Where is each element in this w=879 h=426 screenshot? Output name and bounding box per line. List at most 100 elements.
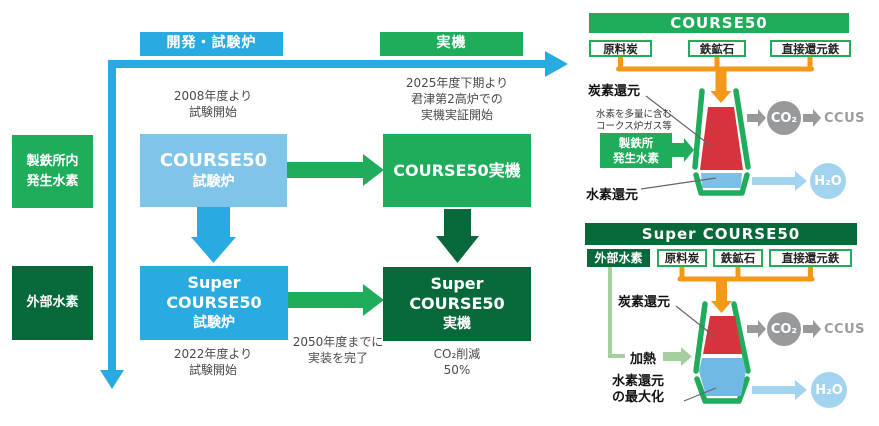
carbon-zone [700,107,743,170]
super-jikki-title: Super COURSE50 [409,274,505,314]
super-orange-connectors [677,264,815,313]
course50-furnace [692,88,751,196]
course50-gas-note: 水素を多量に含む コークス炉ガス等 [596,109,672,133]
course50-input-ore: 鉄鉱石 [688,40,746,57]
super-co2-arrows [747,320,821,338]
super-heating-text: 加熱 [630,352,657,367]
super-input-coal: 原料炭 [657,249,707,267]
note-2050-line1: 2050年度までに [292,335,384,349]
super-pilot-sub: 試験炉 [193,315,235,332]
stage-header-dev: 開発・試験炉 [140,32,283,56]
arrow-right-green-top [287,154,384,186]
super-course50-jikki-box: Super COURSE50 実機 [383,267,531,341]
course50-pilot-title: COURSE50 [159,149,268,171]
super-input-coal-label: 原料炭 [664,251,700,265]
note-2008: 2008年度より 試験開始 [152,89,274,121]
super-pilot-title: Super COURSE50 [166,273,262,313]
super-jikki-sub: 実機 [443,316,471,333]
course50-jikki-box: COURSE50実機 [383,134,531,207]
course50-ccus-text: CCUS [824,111,865,126]
course50-hydrogen-source-box: 製鉄所 発生水素 [600,133,672,168]
course50-input-dri: 直接還元鉄 [770,40,851,57]
super-leader-lines [675,305,717,402]
course50-co2-arrows [747,109,821,127]
source-external-label: 外部水素 [26,295,79,311]
note-2022-line2: 試験開始 [188,362,237,377]
course50-input-coal-label: 原料炭 [603,41,638,56]
super-co2-badge: CO₂ [767,312,801,346]
course50-h2o-badge: H₂O [810,163,846,199]
course50-carbon-label: 炭素還元 [588,80,640,99]
course50-co2-label: CO₂ [770,110,798,126]
super-hydrogen-max-label: 水素還元 の最大化 [612,374,664,407]
super-input-dri: 直接還元鉄 [769,249,852,267]
gas-note-line1: 水素を多量に含む [596,109,673,120]
arrow-down-blue [191,207,236,263]
course50-leader-lines [640,95,717,190]
hydrogen-zone [701,173,742,188]
course50-h2o-label: H₂O [814,173,842,189]
source-external-hydrogen-box: 外部水素 [12,266,93,340]
course50-carbon-text: 炭素還元 [588,84,641,99]
course50-orange-connectors [616,54,814,103]
super-carbon-label: 炭素還元 [618,291,670,310]
super-input-ore-label: 鉄鉱石 [720,251,756,265]
note-2050: 2050年度までに 実装を完了 [282,335,394,367]
course50-hydrogen-label: 水素還元 [586,184,638,203]
super-course50-pilot-box: Super COURSE50 試験炉 [140,266,288,340]
course50-input-ore-label: 鉄鉱石 [699,41,735,56]
note-2025-line2: 君津第2高炉での [411,91,503,106]
hydrogen-max-line2: の最大化 [612,390,665,406]
course50-diagram-header: COURSE50 [589,13,849,33]
super-input-ore: 鉄鉱石 [713,249,763,267]
course50-pilot-sub: 試験炉 [192,174,235,190]
super-external-hydrogen-label: 外部水素 [594,250,643,265]
super-external-hydrogen-box: 外部水素 [587,249,650,267]
super-diagram-header: Super COURSE50 [585,223,857,245]
source-internal-hydrogen-box: 製鉄所内 発生水素 [12,135,93,208]
hydrogen-max-line1: 水素還元 [612,374,665,389]
note-co2-line1: CO₂削減 [433,347,481,361]
super-ccus-text: CCUS [824,322,865,337]
course50-ccus-label: CCUS [824,111,865,126]
course50-pilot-box: COURSE50 試験炉 [140,134,287,207]
stage-header-dev-label: 開発・試験炉 [166,35,257,52]
source-internal-line1: 製鉄所内 [26,154,79,169]
hydrogen-zone [699,358,746,396]
arrow-down-dark-green [436,209,479,263]
super-external-hydrogen-line [608,267,692,366]
super-h2o-badge: H₂O [811,372,847,408]
note-2050-line2: 実装を完了 [307,350,368,365]
course50-hydrogen-arrow [672,138,694,162]
note-2025-line1: 2025年度下期より [405,76,509,90]
super-ccus-label: CCUS [824,322,865,337]
stage-header-jikki-label: 実機 [436,35,467,52]
super-h2o-arrow [752,380,807,400]
note-2022: 2022年度より 試験開始 [153,347,273,379]
gas-note-line2: コークス炉ガス等 [596,120,672,132]
super-heating-label: 加熱 [630,348,656,367]
super-furnace [693,301,751,404]
note-2008-line2: 試験開始 [188,104,237,119]
course50-h2o-arrow [752,171,807,191]
course50-input-coal: 原料炭 [589,40,652,57]
course50-hydrogen-text: 水素還元 [586,188,639,203]
note-co2-reduction: CO₂削減 50% [399,347,515,379]
super-diagram-title: Super COURSE50 [641,225,801,243]
super-input-dri-label: 直接還元鉄 [781,251,840,265]
arrow-right-green-bottom [288,284,384,316]
course50-jikki-title: COURSE50実機 [393,160,521,180]
hydrogen-source-line2: 発生水素 [613,150,659,165]
note-co2-line2: 50% [443,362,471,377]
note-2025-line3: 実機実証開始 [420,107,493,122]
course50-input-dri-label: 直接還元鉄 [781,41,840,56]
source-internal-line2: 発生水素 [26,173,79,189]
hydrogen-source-line1: 製鉄所 [618,135,654,150]
note-2022-line1: 2022年度より [173,347,253,361]
super-h2o-label: H₂O [815,382,843,398]
course50-co2-badge: CO₂ [767,101,801,135]
timeline-arrow [100,51,568,389]
note-2008-line1: 2008年度より [173,89,253,103]
